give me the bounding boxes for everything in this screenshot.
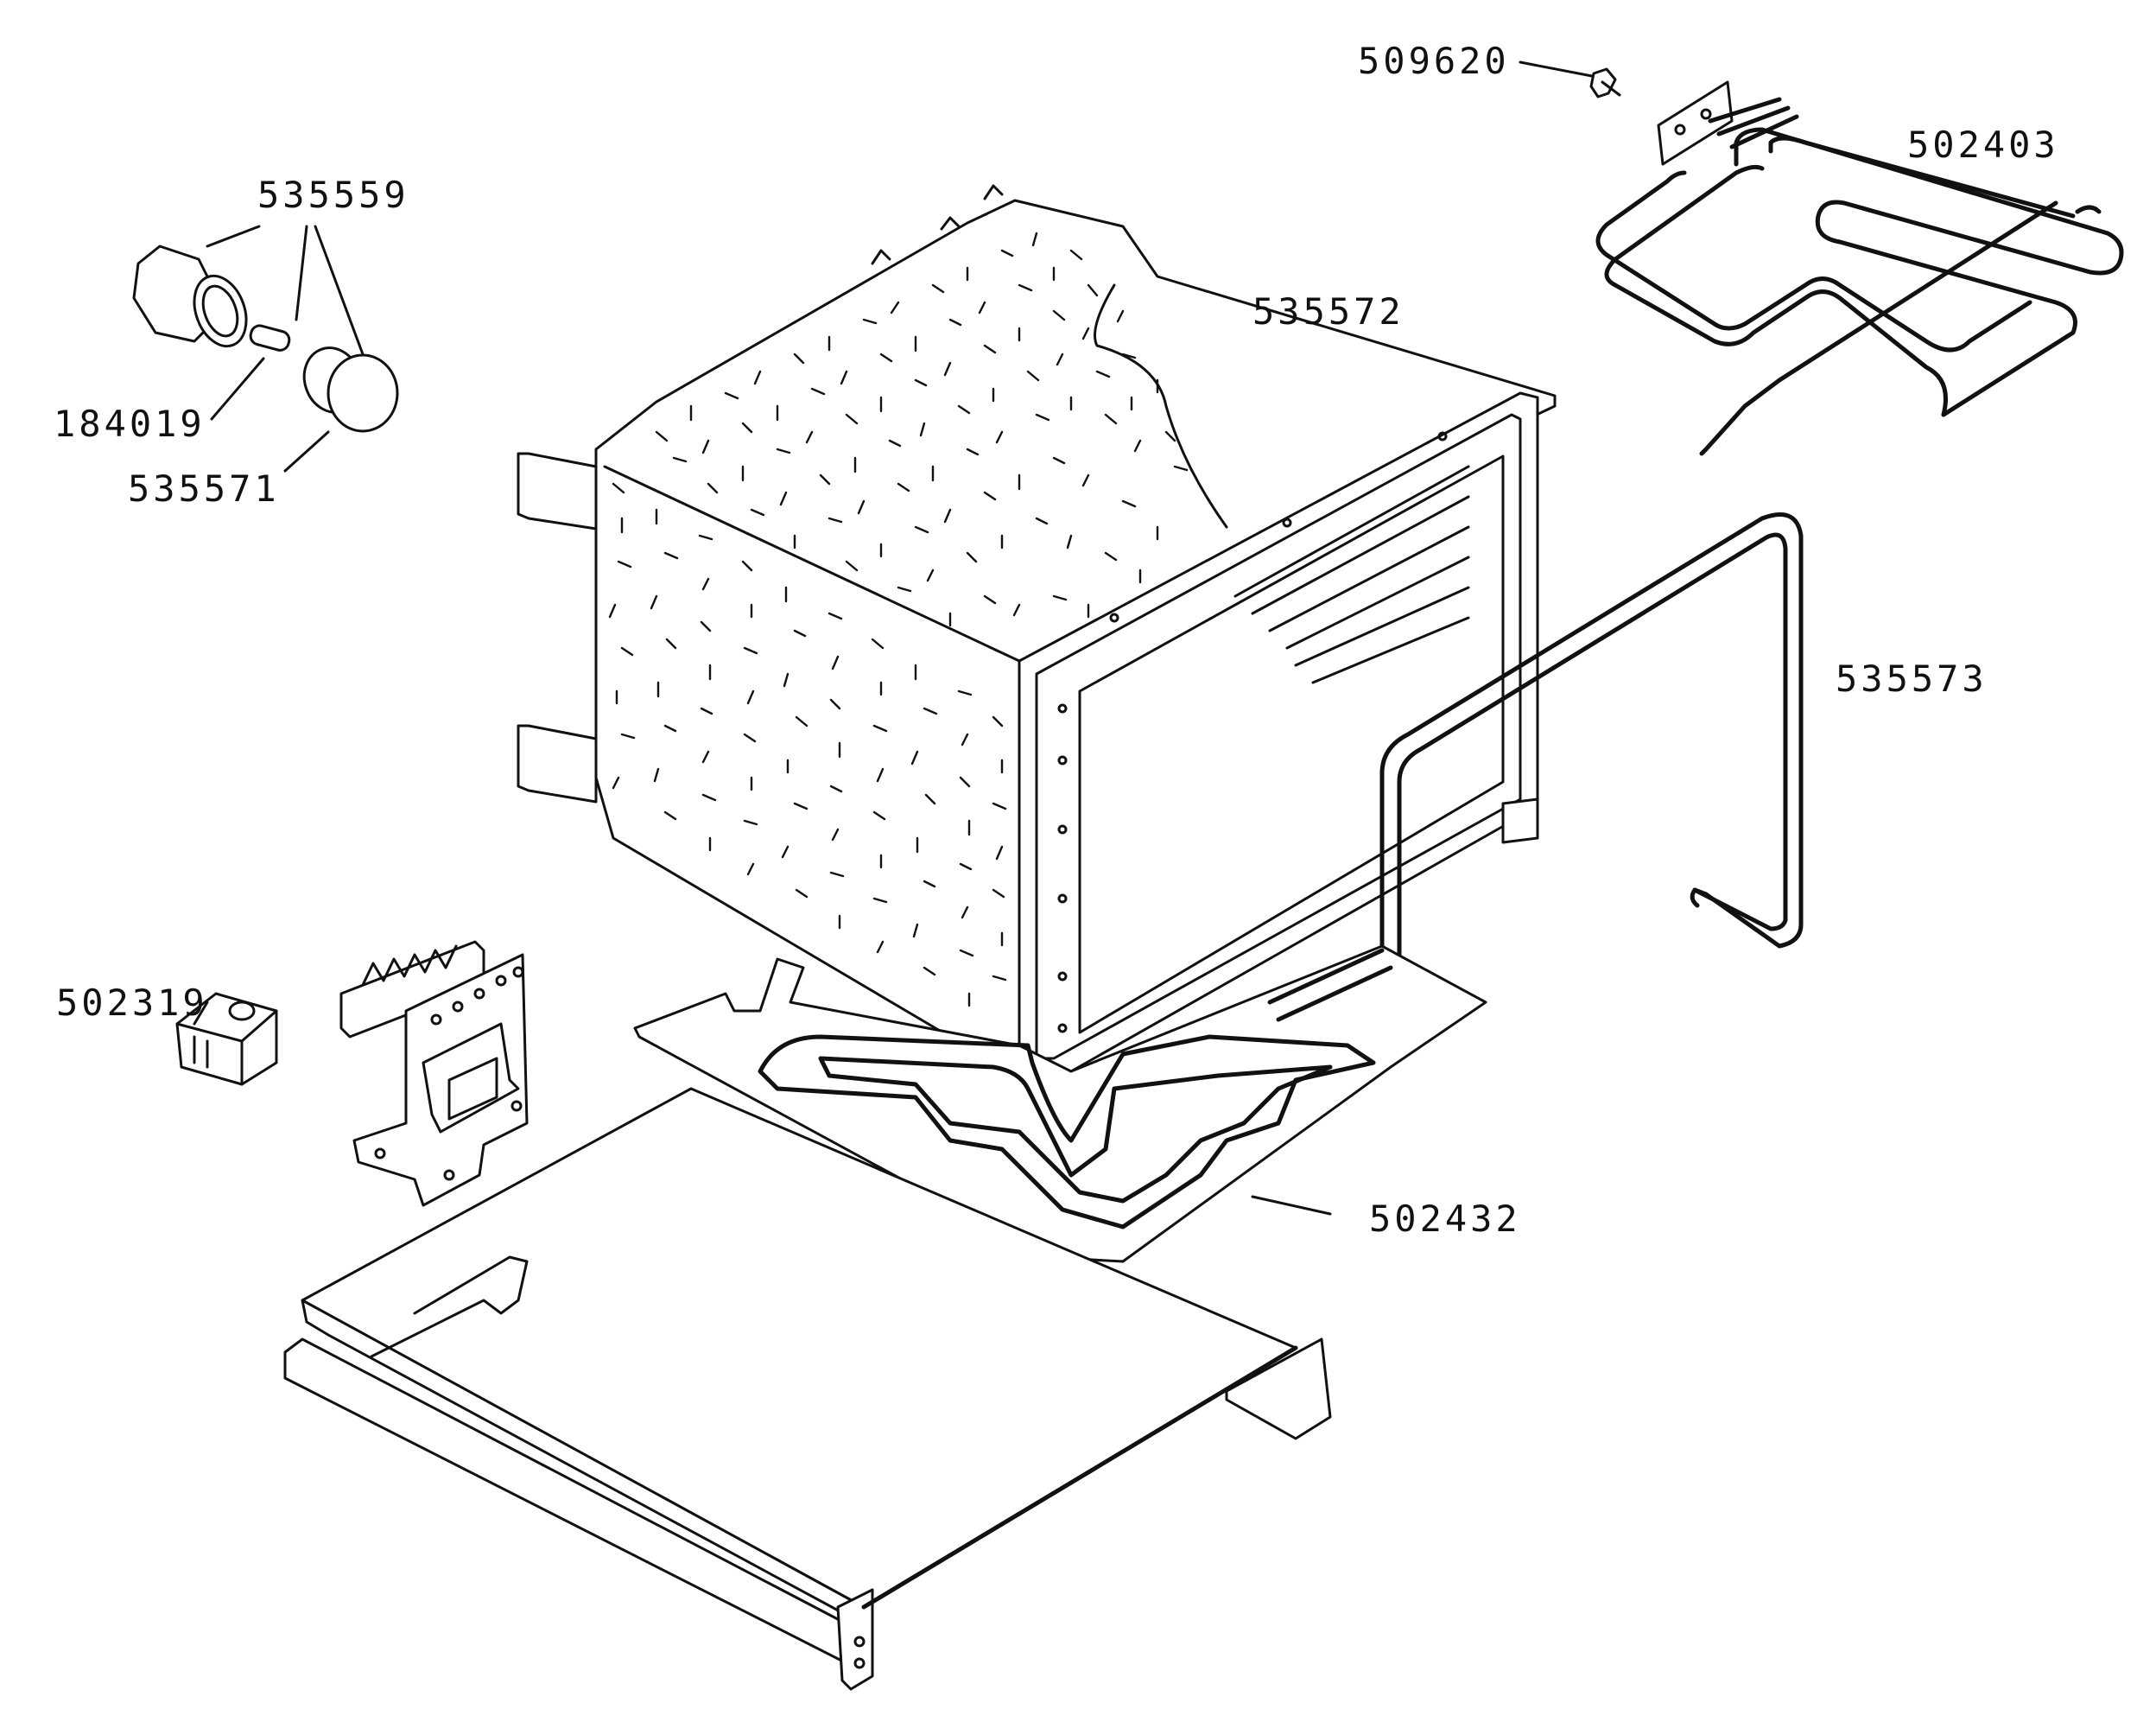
leader-535559-b [295,225,308,321]
label-535559: 535559 [257,174,409,216]
insulation-texture [608,232,1189,1007]
leader-535559-a [206,225,261,248]
clip-tail [1601,80,1621,97]
shelf-runners [1233,465,1470,684]
cavity-bracket-lower [517,724,598,804]
grill-coil-left [1604,136,2076,417]
base-tray-back-edge [861,1345,1298,1610]
label-502432: 502432 [1369,1198,1521,1240]
label-535571: 535571 [128,467,280,510]
element-inner-tube [1397,532,1788,1026]
cavity-top-tabs [871,184,1004,265]
leader-502319 [193,1001,209,1026]
element-terminal-end [1690,887,1709,908]
label-184019: 184019 [54,403,206,445]
base-coil-outer [758,1034,1376,1229]
terminal-block-slots [193,1035,209,1069]
grill-support-ends [1699,205,2102,456]
lamp-holder-ring-inner [201,284,239,338]
label-502403: 502403 [1907,124,2059,166]
cavity-bracket-upper [517,452,598,530]
grill-coil-right [1734,127,2124,417]
base-tray-front-lip [301,1299,866,1626]
label-535572: 535572 [1252,290,1405,333]
grill-element [1595,80,2124,456]
lamp-glass-dome [327,353,399,433]
label-509620: 509620 [1358,40,1510,82]
terminal-block-hole [228,1001,256,1021]
leader-502432 [1251,1195,1332,1216]
insulation-cut-edge [1094,283,1228,529]
label-502319: 502319 [56,982,208,1024]
part-labels: 509620 502403 535559 535572 184019 53557… [54,40,2059,1240]
leader-184019 [210,357,265,421]
bracket-cutout [422,1022,520,1134]
cavity-top-edge [603,465,1021,663]
front-frame-opening [1078,454,1505,1034]
lamp-bulb [249,324,291,352]
leader-535571 [283,430,330,473]
base-coil-inner [818,1056,1333,1204]
lamp-holder-ring [193,274,248,348]
terminal-block [175,992,278,1086]
bracket-holes [374,966,524,1181]
tray-bracket-hole-2 [853,1657,866,1669]
connector-bracket [339,940,529,1207]
grill-mounting-plate [1657,80,1734,166]
base-coil-terminals [1267,948,1393,1022]
clip-part [1589,67,1621,98]
element-outer-tube [1379,512,1804,1031]
bracket-window [447,1057,498,1121]
grill-coil-inner [1595,170,2032,353]
frame-side-bracket [1501,797,1539,844]
lamp-assembly [132,245,399,433]
leader-535559-c [314,225,365,356]
front-frame-holes [1057,431,1448,1033]
terminal-block-edges [175,1009,278,1086]
tray-bracket-hole-1 [853,1636,866,1648]
label-535573: 535573 [1836,658,1988,700]
connector-teeth [361,944,458,987]
grill-plate-hole-1 [1674,124,1686,136]
oven-cavity [517,184,1557,1121]
grill-support-bar [1703,200,2058,452]
base-tray-side-bracket [1225,1337,1332,1440]
base-tray [283,1087,1332,1691]
leader-lines [193,60,1594,1216]
grill-plate-hole-2 [1700,108,1712,120]
base-tray-hinge-clip [370,1255,529,1358]
leader-509620 [1519,60,1594,78]
oven-heating-element [1379,512,1804,1031]
